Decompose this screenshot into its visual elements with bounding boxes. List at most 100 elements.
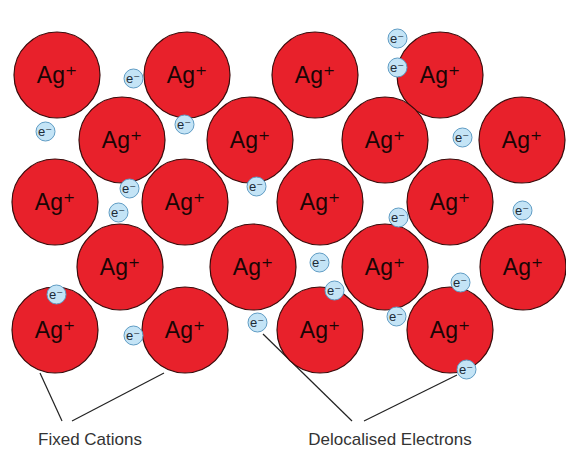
cation-label: Ag⁺ — [165, 317, 205, 344]
electron-label: e⁻ — [455, 130, 469, 145]
silver-cation: Ag⁺ — [341, 96, 429, 184]
silver-cation: Ag⁺ — [406, 286, 494, 374]
node-text-holder: e⁻ — [386, 306, 407, 327]
electron-outline — [248, 313, 267, 332]
node-text-holder: e⁻ — [512, 200, 533, 221]
caption-label: Delocalised Electrons — [308, 430, 471, 450]
node-text-holder: e⁻ — [174, 114, 195, 135]
electron-outline — [388, 58, 407, 77]
electron-label: e⁻ — [390, 60, 404, 75]
delocalised-electron: e⁻ — [123, 325, 144, 346]
node-text-holder: Ag⁺ — [13, 31, 101, 119]
cation-outline — [144, 32, 230, 118]
delocalised-electron: e⁻ — [247, 312, 268, 333]
cation-outline — [479, 97, 565, 183]
cation-label: Ag⁺ — [102, 127, 142, 154]
electron-label: e⁻ — [111, 205, 125, 220]
leader-line — [364, 375, 457, 421]
delocalised-electron: e⁻ — [309, 252, 330, 273]
node-text-holder: e⁻ — [247, 312, 268, 333]
node-text-holder: e⁻ — [35, 121, 56, 142]
electron-label: e⁻ — [327, 283, 341, 298]
node-text-holder: e⁻ — [450, 272, 471, 293]
node-text-holder: Ag⁺ — [341, 96, 429, 184]
cation-label: Ag⁺ — [365, 127, 405, 154]
electron-outline — [310, 253, 329, 272]
cation-label: Ag⁺ — [165, 189, 205, 216]
node-text-holder: e⁻ — [123, 325, 144, 346]
node-text-holder: e⁻ — [452, 127, 473, 148]
electron-outline — [124, 69, 143, 88]
silver-cation: Ag⁺ — [11, 158, 99, 246]
electron-label: e⁻ — [249, 179, 263, 194]
cation-label: Ag⁺ — [35, 189, 75, 216]
cation-outline — [277, 287, 363, 373]
silver-cation: Ag⁺ — [479, 223, 566, 311]
node-text-holder: Ag⁺ — [76, 223, 164, 311]
node-text-holder: e⁻ — [387, 57, 408, 78]
delocalised-electron: e⁻ — [35, 121, 56, 142]
node-text-holder: Ag⁺ — [206, 96, 294, 184]
cation-label: Ag⁺ — [100, 254, 140, 281]
silver-cation: Ag⁺ — [276, 158, 364, 246]
node-text-holder: e⁻ — [108, 202, 129, 223]
electron-outline — [387, 307, 406, 326]
node-text-holder: Ag⁺ — [341, 223, 429, 311]
electron-label: e⁻ — [312, 255, 326, 270]
cation-label: Ag⁺ — [295, 62, 335, 89]
electron-label: e⁻ — [391, 210, 405, 225]
node-text-holder: e⁻ — [46, 284, 67, 305]
cation-outline — [342, 97, 428, 183]
delocalised-electron: e⁻ — [246, 176, 267, 197]
cation-label: Ag⁺ — [503, 254, 543, 281]
electron-outline — [109, 203, 128, 222]
delocalised-electron: e⁻ — [123, 68, 144, 89]
node-text-holder: Ag⁺ — [141, 286, 229, 374]
electron-outline — [124, 326, 143, 345]
electron-outline — [451, 273, 470, 292]
electron-outline — [513, 201, 532, 220]
cation-outline — [12, 159, 98, 245]
electron-outline — [120, 179, 139, 198]
node-text-holder: e⁻ — [123, 68, 144, 89]
node-text-holder: Ag⁺ — [271, 31, 359, 119]
cation-outline — [142, 287, 228, 373]
cation-outline — [142, 159, 228, 245]
node-text-holder: e⁻ — [387, 28, 408, 49]
electron-label: e⁻ — [515, 203, 529, 218]
delocalised-electron: e⁻ — [452, 127, 473, 148]
cation-outline — [407, 287, 493, 373]
silver-cation: Ag⁺ — [13, 31, 101, 119]
electron-label: e⁻ — [177, 117, 191, 132]
delocalised-electron: e⁻ — [456, 359, 477, 380]
electron-outline — [175, 115, 194, 134]
delocalised-electron: e⁻ — [450, 272, 471, 293]
node-text-holder: Ag⁺ — [479, 223, 566, 311]
silver-cation: Ag⁺ — [271, 31, 359, 119]
cation-outline — [210, 224, 296, 310]
leader-line — [72, 373, 164, 421]
electron-label: e⁻ — [38, 124, 52, 139]
silver-cation: Ag⁺ — [341, 223, 429, 311]
node-text-holder: e⁻ — [119, 178, 140, 199]
cation-label: Ag⁺ — [430, 189, 470, 216]
electron-outline — [247, 177, 266, 196]
cation-label: Ag⁺ — [37, 62, 77, 89]
cation-outline — [480, 224, 566, 310]
cation-label: Ag⁺ — [35, 317, 75, 344]
silver-cation: Ag⁺ — [78, 96, 166, 184]
delocalised-electron: e⁻ — [388, 207, 409, 228]
cation-label: Ag⁺ — [502, 127, 542, 154]
cation-outline — [77, 224, 163, 310]
silver-cation: Ag⁺ — [276, 286, 364, 374]
cation-label: Ag⁺ — [430, 317, 470, 344]
node-text-holder: Ag⁺ — [11, 158, 99, 246]
node-text-holder: Ag⁺ — [276, 286, 364, 374]
node-text-holder: e⁻ — [388, 207, 409, 228]
electron-label: e⁻ — [453, 275, 467, 290]
electron-outline — [457, 360, 476, 379]
cation-outline — [407, 159, 493, 245]
delocalised-electron: e⁻ — [46, 284, 67, 305]
silver-cation: Ag⁺ — [141, 286, 229, 374]
